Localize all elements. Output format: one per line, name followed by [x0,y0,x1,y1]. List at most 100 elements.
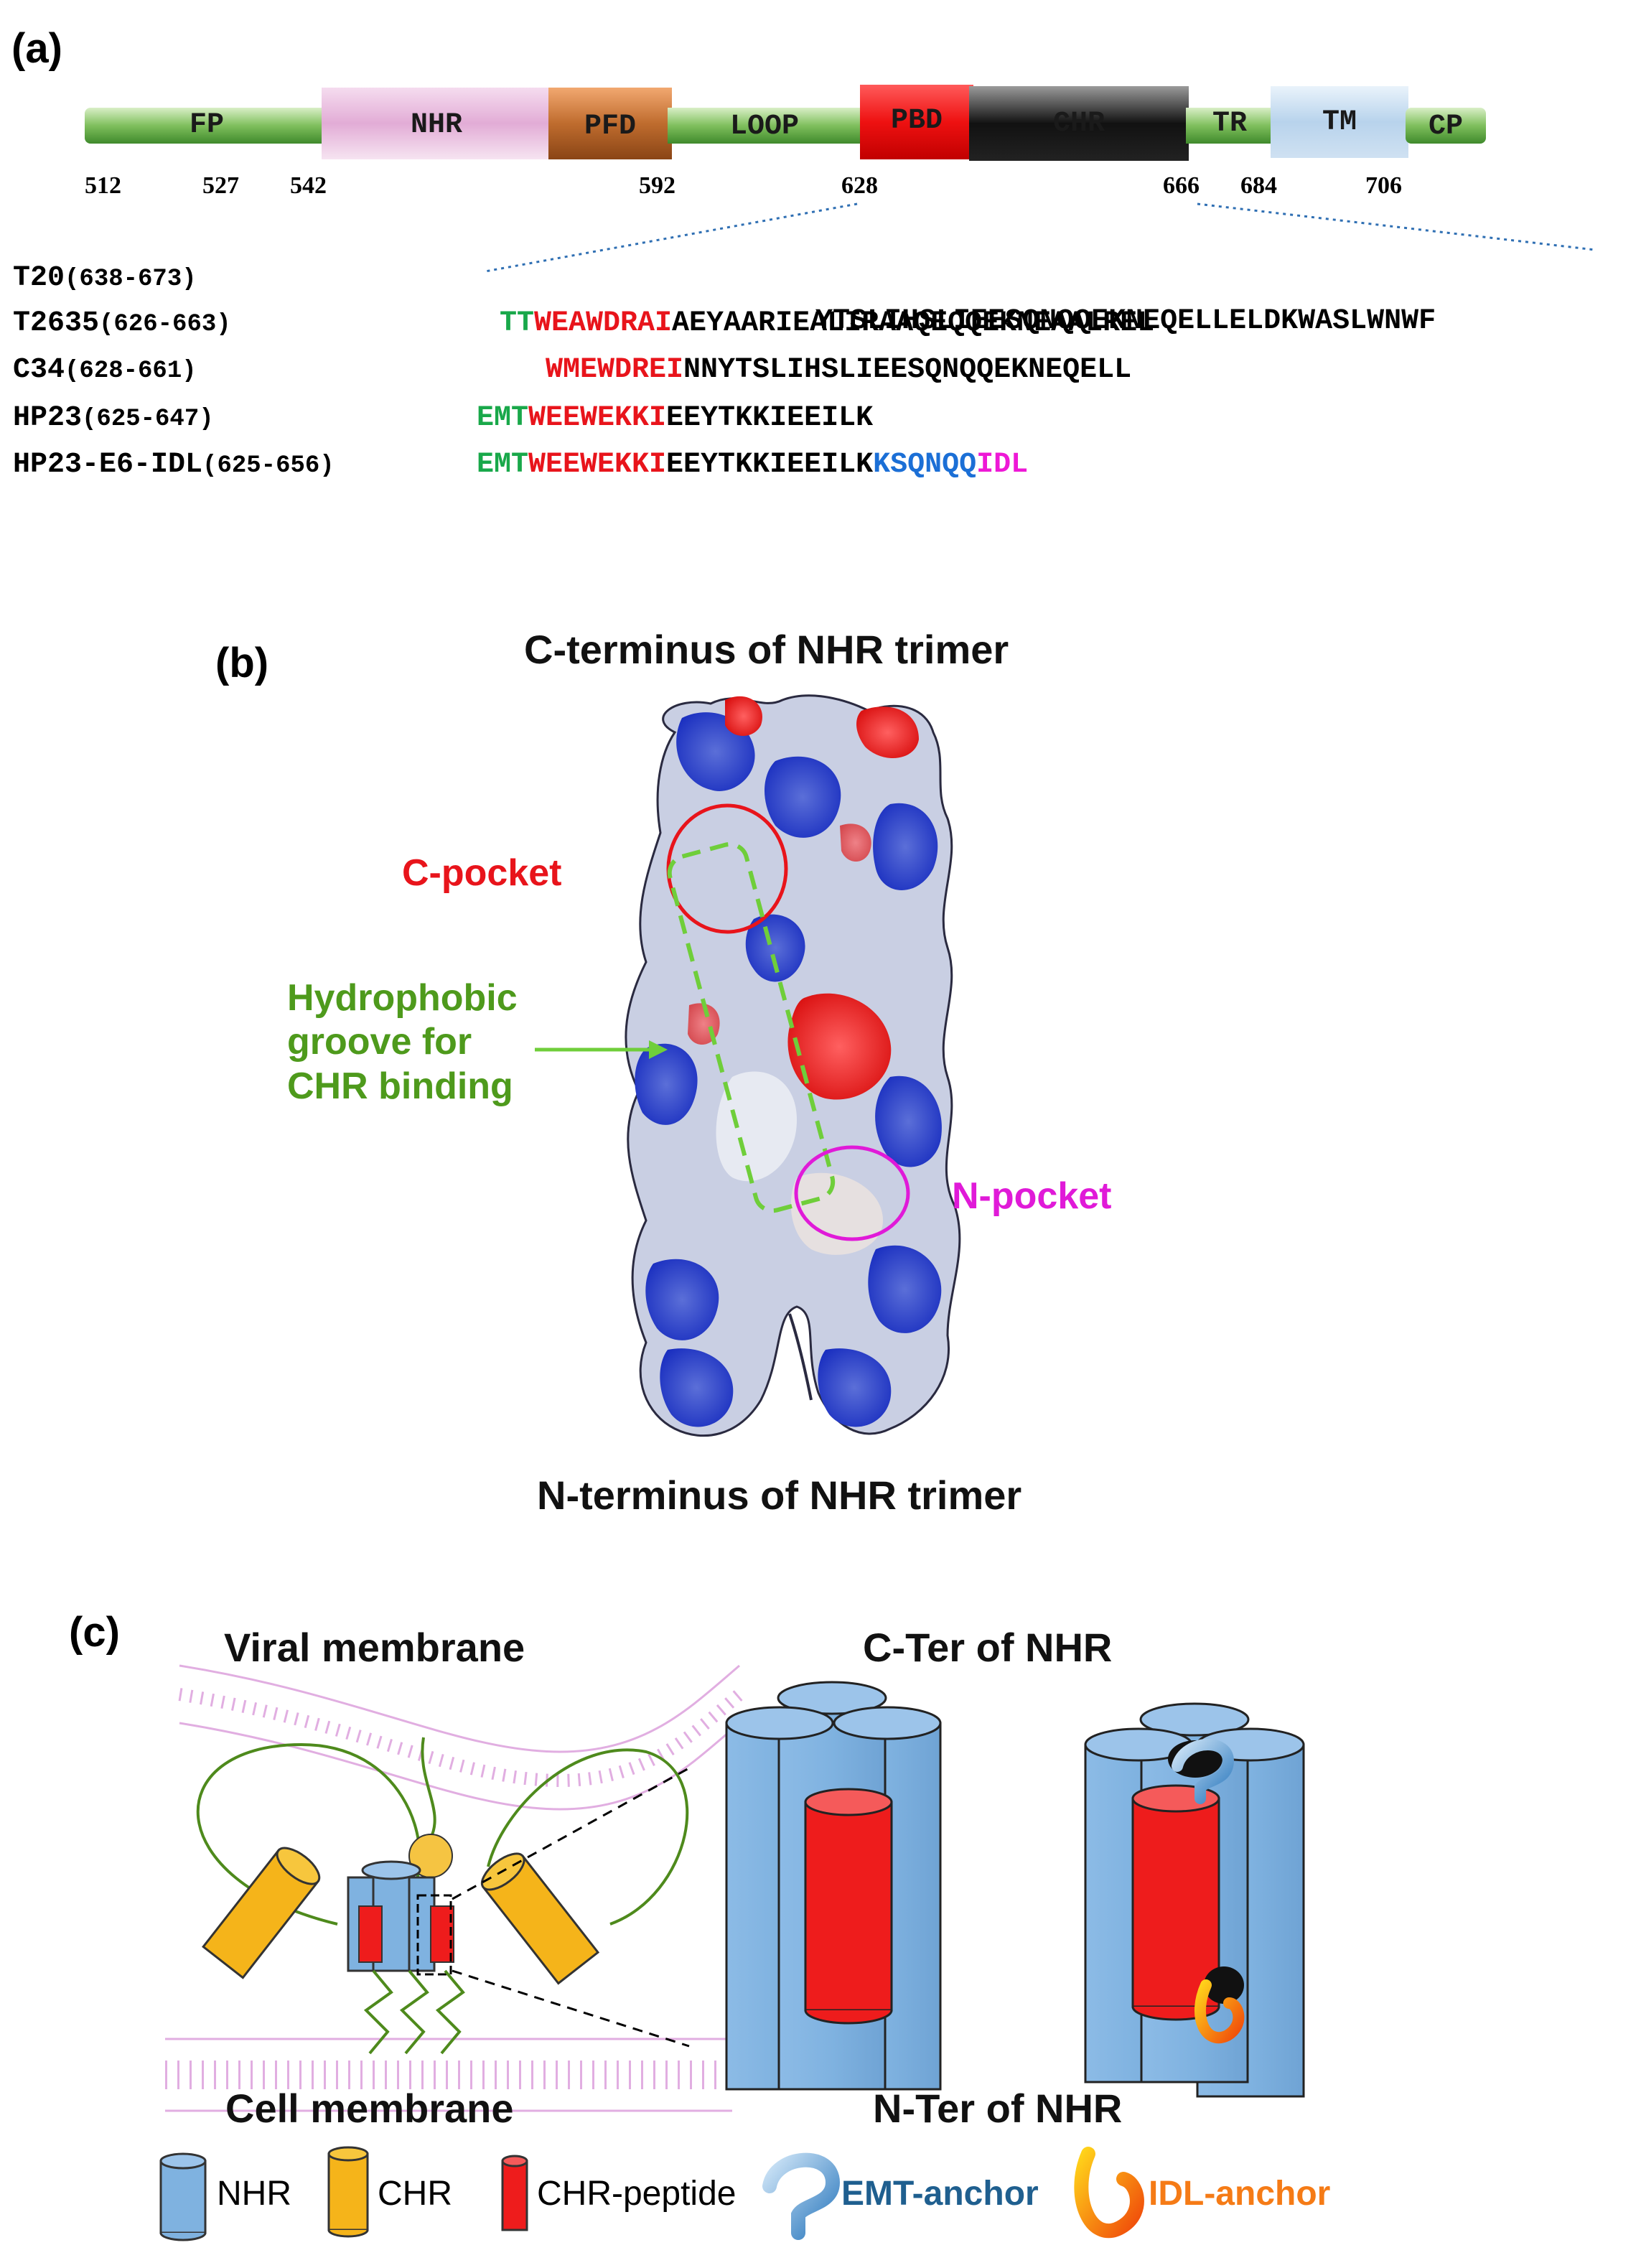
domain-loop-label: LOOP [729,111,799,143]
surface-gap-line [788,1313,813,1401]
cell-membrane-label: Cell membrane [225,2086,514,2131]
viral-membrane-label: Viral membrane [224,1625,525,1670]
surface-patch [868,1245,942,1333]
peptide-range: (625-656) [202,452,335,480]
seq-segment: WEEWEKKI [528,449,667,481]
peptide-sequence-t20: YTSLIHSLIEESQNQQEKNEQELLELDKWASLWNWF [781,257,1436,337]
seq-segment: AEYAARIEALIRAAQEQQEKNEAALREL [672,307,1155,340]
emt-anchor-shape [1168,1739,1234,1804]
surface-patch [873,803,938,890]
groove-label-line: Hydrophobic [287,977,518,1019]
surface-patch [875,1075,942,1167]
domain-tm-label: TM [1322,106,1357,139]
domain-cp-shape [1406,108,1486,144]
peptide-name: T2635 [13,307,100,340]
peptide-sequence-c34: WMEWDREINNYTSLIHSLIEESQNQQEKNEQELL [546,349,1131,392]
nhr-c-terminus-title: C-terminus of NHR trimer [524,627,1009,672]
groove-label-line: CHR binding [287,1065,513,1107]
viral-membrane-lipids [178,1664,744,1811]
domain-fp-label: FP [189,109,224,141]
tick-label: 527 [202,172,239,199]
zoom-line-lower [452,1969,690,2048]
panel-b-label: (b) [215,640,269,686]
seq-segment: NNYTSLIHSLIEESQNQQEKNEQELL [683,354,1132,386]
legend-chr-peptide-icon [501,2155,528,2231]
domain-pbd-label: PBD [890,105,943,137]
n-pocket-circle [794,1145,910,1241]
legend-emt-icon [762,2152,841,2240]
zoom-line-right [1197,202,1596,251]
surface-patch [790,1172,883,1255]
surface-patch [840,823,871,862]
legend-nhr-label: NHR [217,2175,291,2213]
cell-membrane-lipids [165,2038,732,2112]
tick-label: 592 [639,172,675,199]
peptide-name-hp23-e6-idl: HP23-E6-IDL(625-656) [13,444,335,487]
peptide-sequence-t2635: TTWEAWDRAIAEYAARIEALIRAAQEQQEKNEAALREL [500,302,1154,345]
chr-cylinder-right [480,1852,600,1985]
domain-tr-shape [1186,108,1273,144]
zoom-line-left [485,202,858,273]
connector-loop-left [196,1742,421,1926]
peptide-name: HP23-E6-IDL [13,449,203,481]
legend-nhr-icon [159,2152,207,2241]
seq-segment: WEAWDRAI [534,307,673,340]
domain-nhr-label: NHR [410,109,462,141]
surface-patch [856,706,919,759]
chr-cylinder-left [202,1847,321,1979]
peptide-name: T20 [13,262,65,294]
domain-pfd-label: PFD [584,111,636,143]
surface-patch [635,1043,698,1125]
legend-chr-peptide-label: CHR-peptide [537,2175,737,2213]
domain-chr-shape [969,86,1189,161]
groove-label: Hydrophobic groove for CHR binding [287,976,518,1109]
connector-loop-mid [421,1737,436,1839]
peptide-sequence-hp23: EMTWEEWEKKIEEYTKKIEEILK [477,397,873,440]
nhr-n-terminus-title: N-terminus of NHR trimer [537,1473,1022,1518]
seq-segment: WMEWDREI [546,354,684,386]
c-ter-nhr-label: C-Ter of NHR [863,1625,1113,1670]
panel-a-label: (a) [11,25,62,72]
tick-label: 706 [1365,172,1402,199]
domain-fp-shape [85,108,329,144]
tick-label: 666 [1163,172,1200,199]
legend-idl-icon [1074,2147,1144,2239]
seq-segment: YTSLIHSLIEESQNQQEKNEQELLELDKWASLWNWF [815,305,1436,337]
domain-loop-shape [668,108,861,144]
domain-chr-label: CHR [1052,108,1105,140]
c-pocket-label: C-pocket [402,852,562,894]
groove-dashed-outline [667,841,836,1213]
mini-nhr-trimer [347,1860,454,1976]
peptide-sequence-hp23-e6-idl: EMTWEEWEKKIEEYTKKIEEILKKSQNQQIDL [477,444,1028,487]
domain-tm-shape [1271,86,1408,158]
surface-patch [716,1071,797,1182]
peptide-name-t20: T20(638-673) [13,257,197,300]
domain-pfd-shape [548,88,672,159]
surface-patch [787,993,892,1100]
n-ter-nhr-label: N-Ter of NHR [873,2086,1123,2131]
peptide-range: (626-663) [99,311,231,338]
tick-label: 628 [841,172,878,199]
domain-pbd-shape [860,85,973,159]
groove-label-line: groove for [287,1021,472,1063]
groove-arrowhead [649,1040,668,1059]
seq-segment: KSQNQQ [873,449,977,481]
surface-patch [645,1259,719,1340]
peptide-range: (628-661) [65,358,197,385]
seq-segment: EMT [477,402,529,434]
domain-tr-label: TR [1212,108,1247,140]
peptide-name-hp23: HP23(625-647) [13,397,214,440]
nhr-trimer-peptide [725,1681,942,2091]
peptide-range: (625-647) [82,406,214,433]
zoom-line-upper [452,1765,693,1900]
domain-cp-label: CP [1428,111,1463,143]
peptide-range: (638-673) [65,266,197,293]
tm-zigzag [363,1969,393,2055]
surface-patch [765,756,841,838]
tick-label: 542 [290,172,327,199]
idl-anchor-shape [1194,1966,1245,2044]
peptide-name-c34: C34(628-661) [13,349,197,392]
peptide-name: HP23 [13,402,83,434]
tm-zigzag [399,1969,429,2055]
